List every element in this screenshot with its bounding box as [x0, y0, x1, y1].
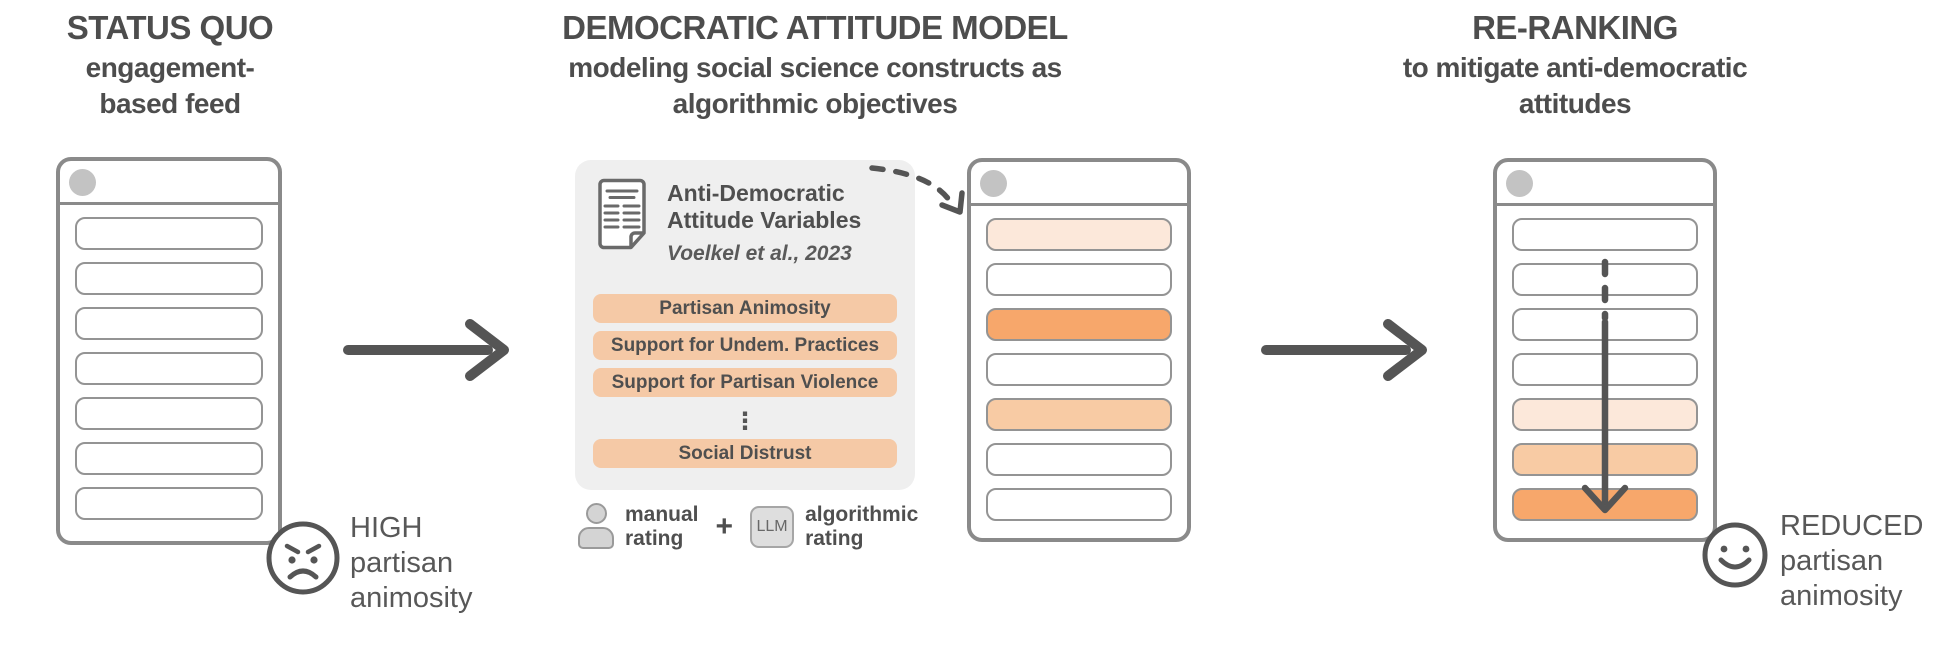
avatar-icon — [980, 170, 1007, 197]
feed-row-none — [986, 263, 1172, 296]
feed-row-none — [986, 353, 1172, 386]
feed-row-none — [75, 217, 263, 250]
avatar-icon — [1506, 170, 1533, 197]
feed-row-none — [75, 352, 263, 385]
variables-heading: Anti-Democratic Attitude Variables — [667, 180, 862, 233]
phone-header — [1497, 162, 1713, 206]
reranking-title: RE-RANKING — [1472, 9, 1678, 46]
variables-card: Anti-Democratic Attitude Variables Voelk… — [593, 178, 897, 266]
feed-row-none — [986, 443, 1172, 476]
feed-row-strong — [986, 308, 1172, 341]
chip-social-distrust: Social Distrust — [593, 439, 897, 468]
attitude-model-subtitle: modeling social science constructs as al… — [568, 52, 1062, 119]
llm-icon: LLM — [750, 506, 795, 548]
flow-arrow-left-icon — [343, 319, 509, 381]
status-quo-caption: HIGH partisan animosity — [350, 512, 473, 614]
feed-row-none — [986, 488, 1172, 521]
avatar-icon — [69, 169, 96, 196]
chip-partisan-animosity: Partisan Animosity — [593, 294, 897, 323]
person-icon — [578, 503, 614, 551]
flow-arrow-right-icon — [1261, 319, 1427, 381]
section-header-attitude-model: DEMOCRATIC ATTITUDE MODEL modeling socia… — [530, 8, 1100, 122]
attitude-model-panel: Anti-Democratic Attitude Variables Voelk… — [575, 160, 915, 490]
dashed-arrow-icon — [869, 165, 965, 215]
feed-row-medium — [986, 398, 1172, 431]
document-icon — [598, 178, 646, 250]
feed-row-none — [75, 442, 263, 475]
demote-arrow-icon — [1581, 258, 1629, 514]
scored-feed-rows — [971, 206, 1187, 521]
chip-support-partisan-violence: Support for Partisan Violence — [593, 368, 897, 397]
manual-rating-label: manual rating — [625, 503, 699, 550]
scored-feed-phone — [967, 158, 1191, 542]
section-header-status-quo: STATUS QUO engagement- based feed — [10, 8, 330, 122]
phone-header — [60, 161, 278, 205]
reranking-subtitle: to mitigate anti-democratic attitudes — [1402, 52, 1748, 119]
variables-citation: Voelkel et al., 2023 — [667, 242, 852, 265]
feed-row-none — [1512, 218, 1698, 251]
feed-row-none — [75, 262, 263, 295]
feed-row-none — [75, 397, 263, 430]
angry-face-icon — [266, 521, 340, 595]
feed-row-light — [986, 218, 1172, 251]
attitude-model-title: DEMOCRATIC ATTITUDE MODEL — [562, 9, 1068, 46]
plus-sign: + — [715, 510, 734, 543]
phone-header — [971, 162, 1187, 206]
section-header-reranking: RE-RANKING to mitigate anti-democratic a… — [1330, 8, 1820, 122]
status-quo-subtitle: engagement- based feed — [85, 52, 255, 119]
chip-support-undem-practices: Support for Undem. Practices — [593, 331, 897, 360]
reranking-caption: REDUCED partisan animosity — [1780, 510, 1924, 612]
algorithmic-rating-label: algorithmic rating — [805, 503, 919, 550]
status-quo-feed-phone — [56, 157, 282, 545]
variables-card-text: Anti-Democratic Attitude Variables Voelk… — [667, 178, 861, 266]
chips-ellipsis: ⋮ — [733, 408, 757, 435]
status-quo-feed-rows — [60, 205, 278, 520]
feed-row-none — [75, 307, 263, 340]
status-quo-title: STATUS QUO — [66, 9, 274, 46]
feed-row-none — [75, 487, 263, 520]
smiley-face-icon — [1702, 522, 1768, 588]
rating-legend: manual rating + LLM algorithmic rating — [578, 503, 918, 551]
